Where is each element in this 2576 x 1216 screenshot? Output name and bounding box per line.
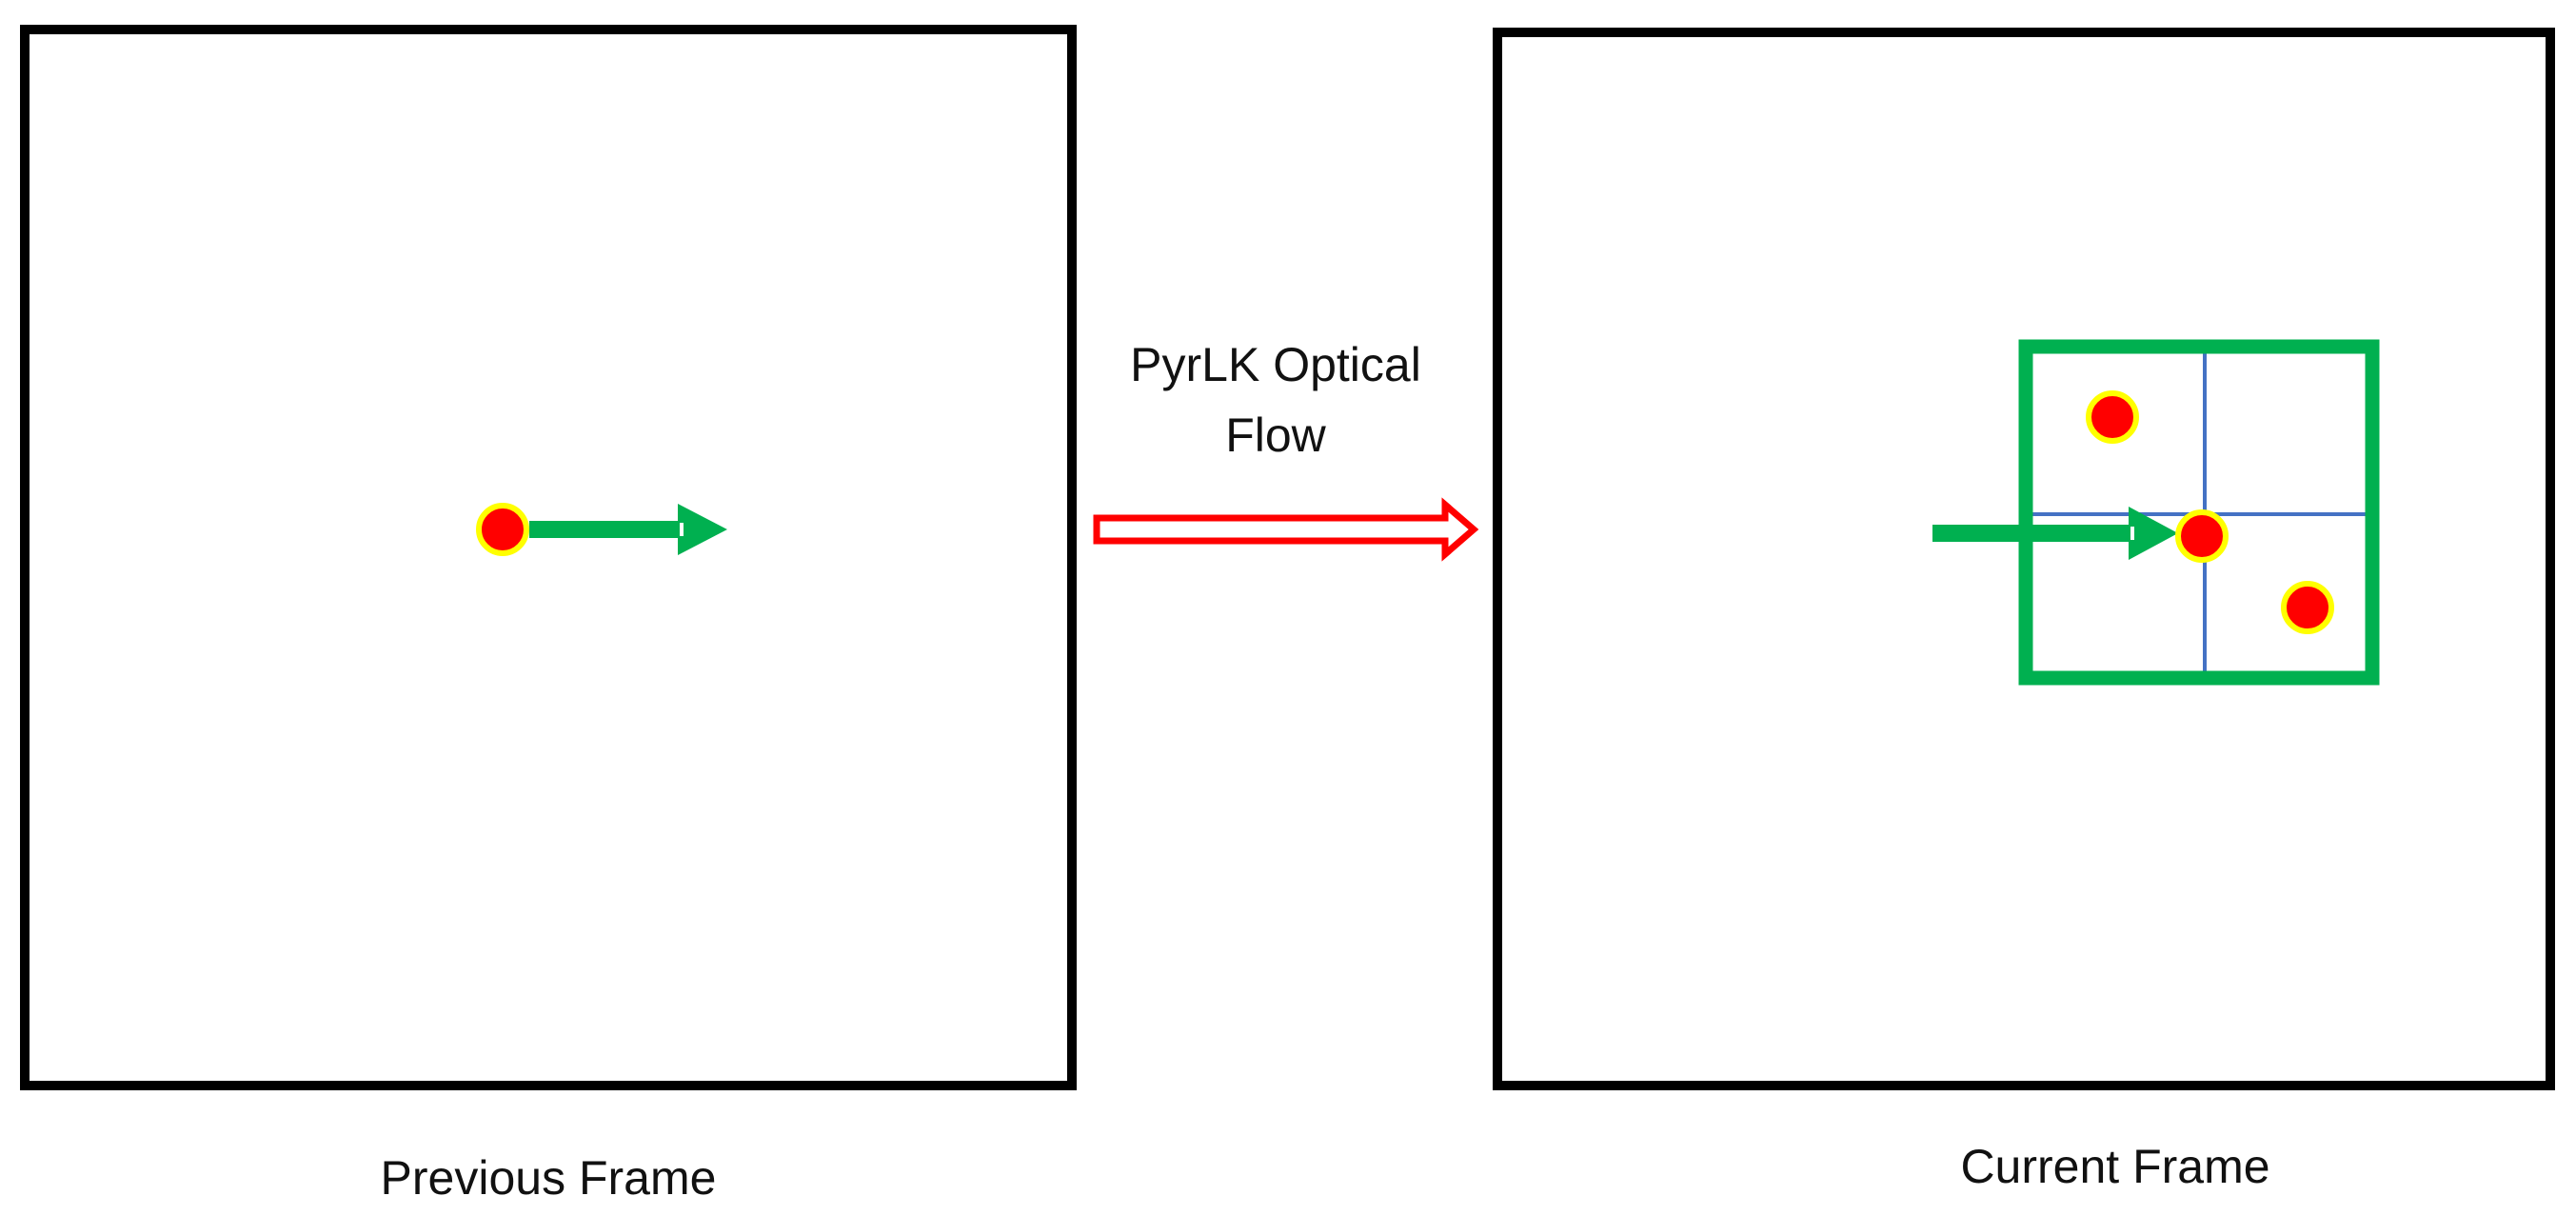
candidate-keypoint-center xyxy=(2175,509,2229,563)
previous-motion-arrow xyxy=(529,504,727,555)
search-window-box xyxy=(2018,339,2380,686)
previous-keypoint xyxy=(476,503,529,556)
pyrlk-process-arrow xyxy=(1093,497,1479,562)
current-motion-arrow-head xyxy=(2129,507,2178,560)
current-motion-arrow xyxy=(1932,507,2178,560)
previous-motion-arrow-shaft xyxy=(529,521,682,538)
previous-frame-border xyxy=(20,25,1077,1090)
previous-motion-arrow-head xyxy=(678,504,727,555)
method-label: PyrLK Optical Flow xyxy=(1047,329,1504,470)
process-arrow-icon xyxy=(1093,497,1479,562)
method-label-line-1: PyrLK Optical xyxy=(1130,338,1421,391)
candidate-keypoint-top-left xyxy=(2086,390,2139,444)
current-frame-label: Current Frame xyxy=(1960,1140,2270,1193)
current-motion-arrow-shaft xyxy=(1932,525,2132,542)
method-label-line-2: Flow xyxy=(1225,409,1326,462)
candidate-keypoint-bottom-right xyxy=(2281,581,2334,634)
current-motion-arrow-notch xyxy=(2130,527,2134,540)
previous-motion-arrow-notch xyxy=(680,523,684,536)
previous-frame-label: Previous Frame xyxy=(380,1151,717,1205)
